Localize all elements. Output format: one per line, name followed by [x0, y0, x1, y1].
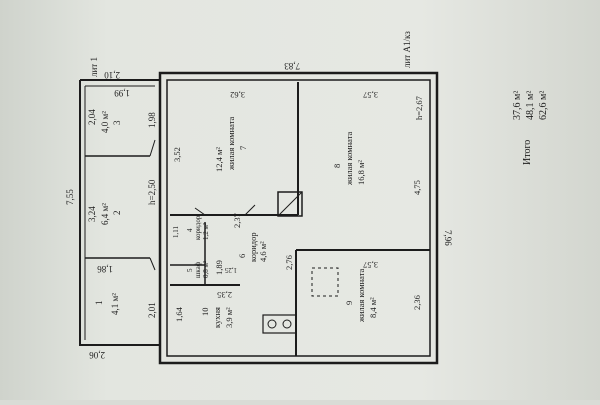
door-swing	[149, 139, 256, 271]
dim-top-overall: 7,83	[284, 61, 300, 71]
wing-outline	[79, 79, 160, 346]
room-9-dim-a: 3,57	[363, 260, 378, 270]
room-10-dim-a: 1,64	[174, 306, 184, 322]
room-6-dim-a: 2,37	[232, 213, 242, 228]
room-7-dim-b: 3,62	[230, 90, 245, 100]
sink-left-bowl	[267, 319, 277, 329]
room-2-dim-b: h=2,50	[147, 179, 157, 205]
room-6-num: 6	[237, 254, 247, 258]
room-8-area: 16,8 м²	[356, 160, 366, 185]
label-lit-1: лит 1	[89, 57, 99, 77]
room-10-area: 3,9 м²	[224, 307, 234, 328]
room-9-dim-b: 2,36	[412, 295, 422, 310]
stove	[277, 191, 303, 217]
sink-right-bowl	[282, 319, 292, 329]
dim-bottom-left: 2,06	[89, 350, 105, 360]
room-3-dim-a: 2,04	[87, 109, 97, 125]
room-4-num: 4	[186, 228, 194, 232]
dim-top-left-wing: 2,10	[104, 70, 120, 80]
room-5-dim-b: 1,25	[224, 266, 237, 274]
outer-wall	[158, 71, 439, 365]
room-10-name: кухня	[212, 307, 222, 328]
room-2-area: 6,4 м²	[100, 203, 110, 225]
room-9-num: 9	[344, 301, 354, 305]
room-8-name: жилая комната	[344, 131, 354, 186]
label-lit-a1: лит А1/кз	[402, 31, 412, 68]
room-8-dim-a: 3,57	[363, 90, 378, 100]
room-3-dim-b: 1,98	[147, 112, 157, 128]
sink	[262, 314, 297, 334]
room-1-area: 4,1 м²	[110, 293, 120, 315]
room-5-area: 0,8 м²	[202, 261, 210, 278]
room-4-dim-a: 1,11	[172, 226, 180, 238]
partition-closet	[170, 222, 206, 285]
room-7-dim-a: 3,52	[172, 147, 182, 162]
dim-right-overall: 7,96	[443, 230, 453, 246]
room-1-num: 1	[94, 301, 104, 306]
room-7-area: 12,4 м²	[214, 147, 224, 172]
table	[311, 267, 339, 297]
room-10-num: 10	[200, 308, 210, 317]
room-3-area: 4,0 м²	[100, 111, 110, 133]
room-4-area: 1,2 м²	[202, 223, 210, 240]
room-9-name: жилая комната	[356, 268, 366, 323]
totals-value-1: 37,6 м²	[512, 91, 523, 120]
inner-wall-wing	[84, 85, 155, 340]
room-10-dim-b: 2,35	[217, 290, 232, 300]
room-6-name: коридор	[248, 232, 258, 262]
stove-diagonal	[277, 191, 303, 217]
room-6-dim-c: 2,76	[284, 255, 294, 270]
room-5-num: 5	[186, 268, 194, 272]
dim-186: 1,86	[97, 264, 113, 274]
room-8-dim-b: 4,75	[412, 180, 422, 195]
totals-value-2: 48,1 м²	[525, 91, 536, 120]
dim-left-overall: 7,55	[65, 189, 75, 205]
room-8-num: 8	[332, 164, 342, 168]
room-9-area: 8,4 м²	[368, 297, 378, 318]
room-2-dim-a: 3,24	[87, 206, 97, 222]
dim-199: 1,99	[114, 88, 130, 98]
room-5-name: шкаф	[194, 261, 202, 278]
room-3-num: 3	[112, 120, 122, 125]
inner-wall	[166, 79, 431, 357]
totals-value-3: 62,6 м²	[538, 91, 549, 120]
room-4-name: коридор	[194, 215, 202, 240]
room-6-area: 4,6 м²	[258, 241, 268, 262]
totals-label: Итого	[522, 140, 533, 165]
room-2-num: 2	[112, 211, 122, 216]
room-6-dim-b: 1,89	[214, 260, 224, 275]
room-7-num: 7	[238, 146, 248, 150]
room-1-dim: 2,01	[147, 302, 157, 318]
room-8-height: h=2,67	[414, 96, 424, 120]
room-7-name: жилая комната	[226, 116, 236, 171]
